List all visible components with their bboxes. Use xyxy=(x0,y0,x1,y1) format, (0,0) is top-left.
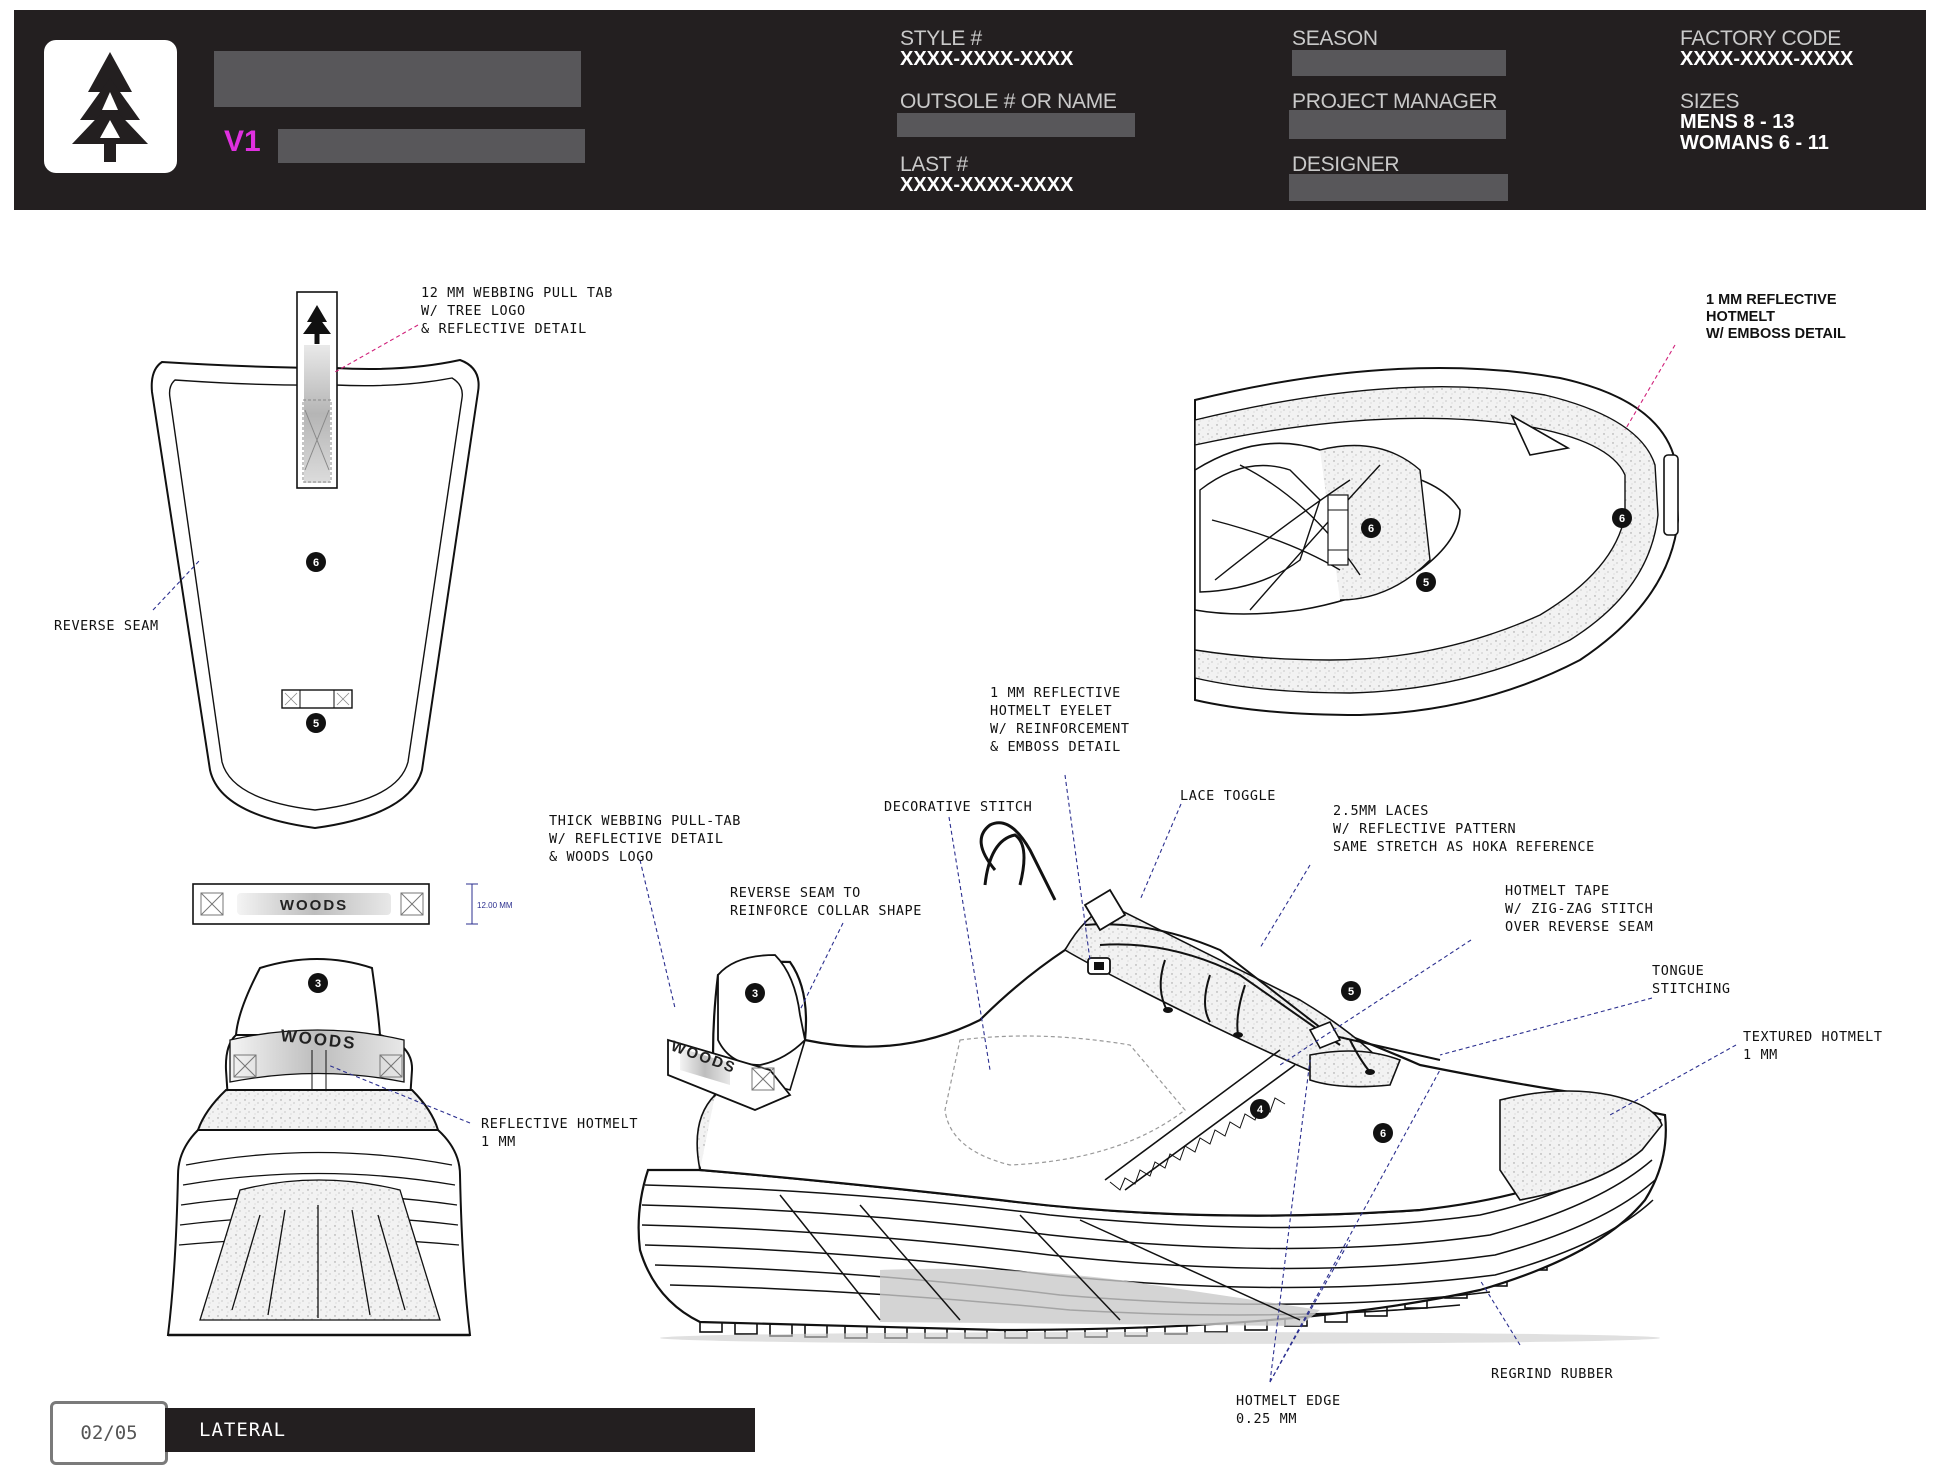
svg-text:6: 6 xyxy=(1380,1128,1386,1140)
redacted-project-manager xyxy=(1289,110,1506,139)
sizes-womens: WOMANS 6 - 11 xyxy=(1680,132,1829,154)
callout-hotmelt-edge: HOTMELT EDGE 0.25 MM xyxy=(1236,1393,1341,1427)
redacted-season xyxy=(1292,50,1506,76)
tree-logo-icon xyxy=(72,52,148,162)
callout-hotmelt-tape: HOTMELT TAPE W/ ZIG-ZAG STITCH OVER REVE… xyxy=(1505,883,1654,935)
callout-lace-toggle: LACE TOGGLE xyxy=(1180,788,1277,804)
sizes-mens: MENS 8 - 13 xyxy=(1680,111,1795,133)
svg-text:6: 6 xyxy=(1619,513,1625,525)
redacted-outsole xyxy=(897,113,1135,137)
brand-logo xyxy=(44,40,177,173)
marker-4-lateral: 4 xyxy=(1250,1099,1270,1119)
marker-5-tongue: 5 xyxy=(306,713,326,733)
version-label: V1 xyxy=(224,125,261,158)
callout-tongue-stitching: TONGUE STITCHING xyxy=(1652,963,1731,997)
last-value: XXXX-XXXX-XXXX xyxy=(900,174,1074,196)
callout-laces: 2.5MM LACES W/ REFLECTIVE PATTERN SAME S… xyxy=(1333,803,1595,855)
style-label: STYLE # xyxy=(900,27,982,50)
svg-text:5: 5 xyxy=(1348,986,1354,998)
svg-text:5: 5 xyxy=(1423,577,1429,589)
season-label: SEASON xyxy=(1292,27,1378,50)
marker-6-top-tongue: 6 xyxy=(1361,518,1381,538)
marker-5-top: 5 xyxy=(1416,572,1436,592)
last-label: LAST # xyxy=(900,153,968,176)
tongue-webbing-loop xyxy=(281,689,353,709)
callout-reverse-seam: REVERSE SEAM xyxy=(54,618,159,634)
redacted-version-name xyxy=(278,129,585,163)
tab-dimension-label: 12.00 MM xyxy=(477,901,513,910)
shoe-lateral-view: WOODS xyxy=(637,821,1667,1344)
callout-eyelet: 1 MM REFLECTIVE HOTMELT EYELET W/ REINFO… xyxy=(990,685,1130,755)
svg-text:6: 6 xyxy=(313,557,319,569)
heel-webbing-tab-flat: WOODS 12.00 MM xyxy=(192,883,513,925)
svg-text:6: 6 xyxy=(1368,523,1374,535)
tab-woods-text: WOODS xyxy=(280,897,348,914)
page-number: 02/05 xyxy=(50,1401,168,1465)
callout-pull-tab: 12 MM WEBBING PULL TAB W/ TREE LOGO & RE… xyxy=(421,285,614,337)
svg-text:3: 3 xyxy=(315,978,321,990)
callout-textured-hotmelt: TEXTURED HOTMELT 1 MM xyxy=(1743,1029,1883,1063)
callout-markers: 6 5 3 6 5 6 3 5 4 6 xyxy=(306,508,1632,1143)
view-name-bar: LATERAL xyxy=(165,1408,755,1452)
marker-6-top-collar: 6 xyxy=(1612,508,1632,528)
callout-decorative-stitch: DECORATIVE STITCH xyxy=(884,799,1033,815)
outsole-label: OUTSOLE # OR NAME xyxy=(900,90,1117,113)
style-value: XXXX-XXXX-XXXX xyxy=(900,48,1074,70)
callout-reverse-seam-collar: REVERSE SEAM TO REINFORCE COLLAR SHAPE xyxy=(730,885,923,919)
redacted-designer xyxy=(1289,174,1508,201)
marker-3-heel: 3 xyxy=(308,973,328,993)
factory-code-label: FACTORY CODE xyxy=(1680,27,1841,50)
marker-5-lateral: 5 xyxy=(1341,981,1361,1001)
pull-tab-12mm xyxy=(296,291,338,489)
callout-thick-webbing: THICK WEBBING PULL-TAB W/ REFLECTIVE DET… xyxy=(549,813,742,865)
sizes-label: SIZES xyxy=(1680,90,1740,113)
svg-text:4: 4 xyxy=(1257,1104,1264,1116)
view-name: LATERAL xyxy=(199,1419,287,1441)
callout-reflective-hotmelt: REFLECTIVE HOTMELT 1 MM xyxy=(481,1116,639,1150)
shoe-top-view xyxy=(1194,366,1680,717)
leader-lines xyxy=(152,324,1737,1383)
factory-code-value: XXXX-XXXX-XXXX xyxy=(1680,48,1854,70)
heel-rear-view: WOODS xyxy=(166,958,472,1337)
marker-3-lateral: 3 xyxy=(745,983,765,1003)
marker-6-lateral: 6 xyxy=(1373,1123,1393,1143)
marker-6-tongue: 6 xyxy=(306,552,326,572)
project-manager-label: PROJECT MANAGER xyxy=(1292,90,1498,113)
callout-top-hotmelt: 1 MM REFLECTIVE HOTMELT W/ EMBOSS DETAIL xyxy=(1706,292,1846,342)
svg-text:5: 5 xyxy=(313,718,319,730)
svg-text:3: 3 xyxy=(752,988,758,1000)
designer-label: DESIGNER xyxy=(1292,153,1400,176)
callout-regrind-rubber: REGRIND RUBBER xyxy=(1491,1366,1614,1382)
tree-logo-icon xyxy=(303,305,331,344)
title-block-header: V1 STYLE # XXXX-XXXX-XXXX OUTSOLE # OR N… xyxy=(14,10,1926,210)
redacted-product-name xyxy=(214,51,581,107)
